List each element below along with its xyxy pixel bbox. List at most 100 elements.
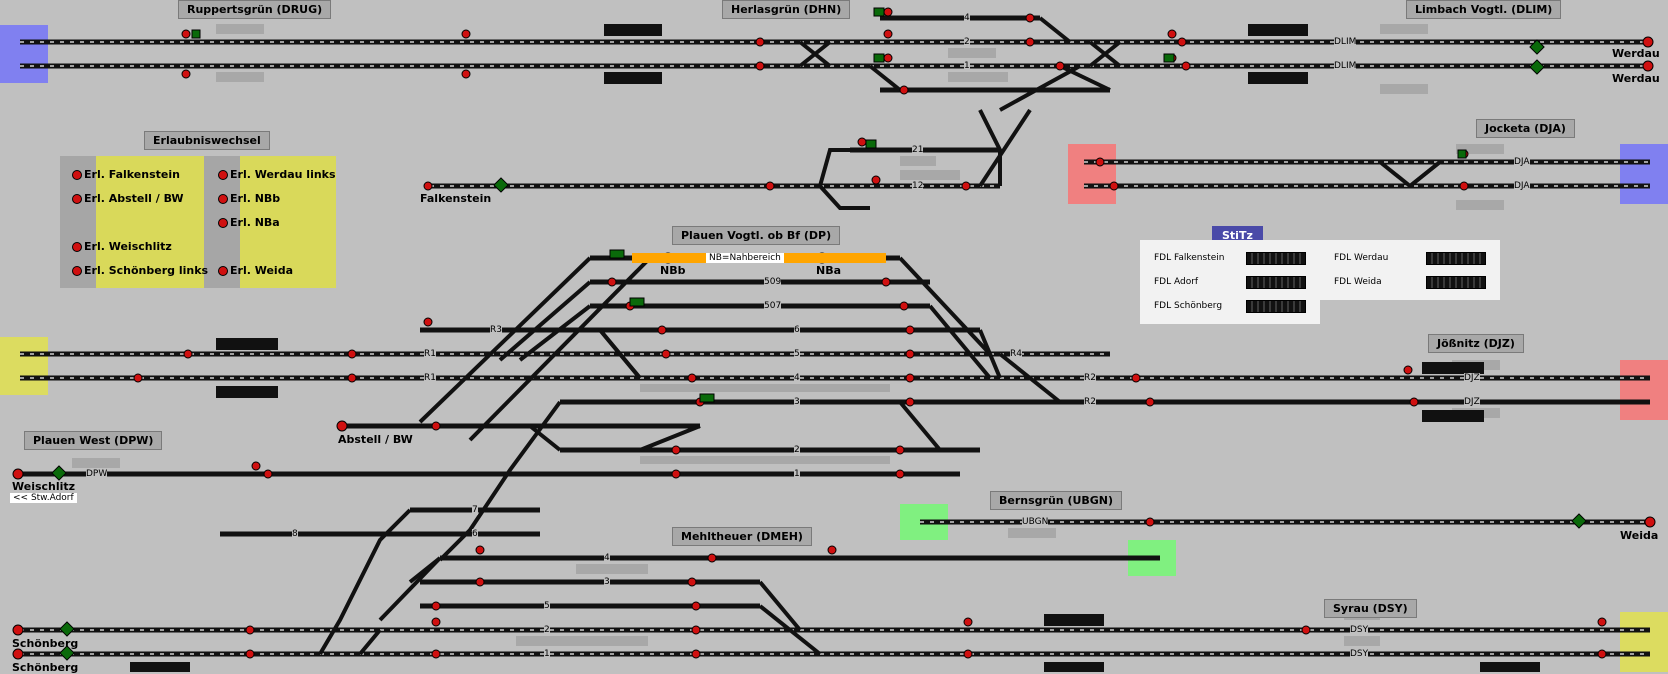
erl-nba[interactable]: Erl. NBa	[218, 216, 280, 229]
track-label: 5	[794, 349, 800, 359]
erl-label: Erl. Falkenstein	[84, 168, 180, 181]
endpoint-weida: Weida	[1620, 529, 1659, 542]
erl-weischlitz[interactable]: Erl. Weischlitz	[72, 240, 172, 253]
track-label: R1	[424, 349, 436, 359]
zone-joessnitz-right	[1620, 360, 1668, 420]
track-indicators	[72, 24, 1504, 646]
zone-joessnitz-left	[0, 337, 48, 395]
track-label: 6	[472, 529, 478, 539]
fdl-weida-label: FDL Weida	[1334, 277, 1382, 287]
track-label: 2	[544, 625, 550, 635]
erl-label: Erl. Schönberg links	[84, 264, 209, 277]
signals	[12, 7, 1656, 660]
track-label: 507	[764, 301, 782, 311]
lamp-icon	[218, 218, 228, 228]
track-label: 5	[544, 601, 550, 611]
main-tracks	[20, 15, 1650, 657]
track-label: 2	[794, 445, 800, 455]
endpoint-schoenberg-1: Schönberg	[12, 637, 79, 650]
fdl-schoenberg-label: FDL Schönberg	[1154, 301, 1223, 311]
track-label: 2	[964, 37, 970, 47]
station-plauen-ob: Plauen Vogtl. ob Bf (DP)	[672, 226, 841, 245]
lamp-icon	[218, 266, 228, 276]
erl-abstell[interactable]: Erl. Abstell / BW	[72, 192, 184, 205]
switch-connections	[318, 16, 1442, 656]
endpoint-falkenstein: Falkenstein	[420, 192, 492, 205]
track-label: R1	[424, 373, 436, 383]
erl-label: Erl. NBb	[230, 192, 281, 205]
track-label: 12	[912, 181, 924, 191]
lamp-icon	[72, 266, 82, 276]
track-label: DSY	[1350, 649, 1369, 659]
fdl-schoenberg-indicator[interactable]	[1246, 300, 1306, 313]
fdl-adorf-label: FDL Adorf	[1154, 277, 1199, 287]
track-label: 509	[764, 277, 782, 287]
track-label: UBGN	[1022, 517, 1049, 527]
track-label: DJZ	[1464, 397, 1480, 407]
track-label: DJA	[1514, 157, 1530, 167]
fdl-werdau-label: FDL Werdau	[1334, 253, 1389, 263]
endpoint-schoenberg-2: Schönberg	[12, 661, 79, 674]
erl-label: Erl. Weischlitz	[84, 240, 172, 253]
track-label: DPW	[86, 469, 108, 479]
endpoint-weischlitz: Weischlitz	[12, 480, 76, 493]
track-label: DLIM	[1334, 61, 1357, 71]
lamp-icon	[218, 170, 228, 180]
erl-schoenberg-links[interactable]: Erl. Schönberg links	[72, 264, 208, 277]
track-label: R2	[1084, 373, 1096, 383]
track-label: 6	[794, 325, 800, 335]
endpoint-werdau-2: Werdau	[1612, 72, 1660, 85]
track-label: DSY	[1350, 625, 1369, 635]
track-label: R3	[490, 325, 502, 335]
erl-falkenstein[interactable]: Erl. Falkenstein	[72, 168, 180, 181]
track-label: 8	[292, 529, 298, 539]
zone-syrau-right	[1620, 612, 1668, 672]
lamp-icon	[218, 194, 228, 204]
track-label: 1	[544, 649, 550, 659]
lamp-icon	[72, 170, 82, 180]
erlaubniswechsel-title: Erlaubniswechsel	[144, 131, 270, 150]
erl-weida[interactable]: Erl. Weida	[218, 264, 293, 277]
zone-jocketa-left	[1068, 144, 1116, 204]
fdl-weida-indicator[interactable]	[1426, 276, 1486, 289]
nahbereich-label: NB=Nahbereich	[706, 253, 784, 263]
link-stw-adorf[interactable]: << Stw.Adorf	[10, 493, 77, 503]
track-label: DJZ	[1464, 373, 1480, 383]
station-mehltheuer: Mehltheuer (DMEH)	[672, 527, 812, 546]
station-joessnitz: Jößnitz (DJZ)	[1428, 334, 1524, 353]
track-label: 4	[604, 553, 610, 563]
fdl-adorf-indicator[interactable]	[1246, 276, 1306, 289]
endpoint-nba: NBa	[816, 264, 842, 277]
zone-werdau-left	[0, 25, 48, 83]
track-label: 3	[794, 397, 800, 407]
track-label: 4	[794, 373, 800, 383]
station-plauen-west: Plauen West (DPW)	[24, 431, 163, 450]
fdl-falkenstein-label: FDL Falkenstein	[1154, 253, 1225, 263]
track-label: 1	[794, 469, 800, 479]
track-label: DLIM	[1334, 37, 1357, 47]
erl-nbb[interactable]: Erl. NBb	[218, 192, 280, 205]
track-label: 7	[472, 505, 478, 515]
station-jocketa: Jocketa (DJA)	[1476, 119, 1575, 138]
track-label: 3	[604, 577, 610, 587]
stitz-panel-right	[1320, 240, 1500, 300]
blocked-sections	[130, 24, 1540, 672]
track-label: R4	[1010, 349, 1022, 359]
erl-label: Erl. Weida	[230, 264, 293, 277]
endpoint-werdau-1: Werdau	[1612, 47, 1660, 60]
station-bernsgruen: Bernsgrün (UBGN)	[990, 491, 1123, 510]
fdl-werdau-indicator[interactable]	[1426, 252, 1486, 265]
erl-label: Erl. NBa	[230, 216, 280, 229]
erl-werdau-links[interactable]: Erl. Werdau links	[218, 168, 336, 181]
lamp-icon	[72, 242, 82, 252]
track-label: 21	[912, 145, 924, 155]
track-label: 4	[964, 13, 970, 23]
fdl-falkenstein-indicator[interactable]	[1246, 252, 1306, 265]
track-label: DJA	[1514, 181, 1530, 191]
endpoint-nbb: NBb	[660, 264, 686, 277]
zone-jocketa-right	[1620, 144, 1668, 204]
station-limbach: Limbach Vogtl. (DLIM)	[1406, 0, 1562, 19]
lamp-icon	[72, 194, 82, 204]
erl-label: Erl. Abstell / BW	[84, 192, 184, 205]
